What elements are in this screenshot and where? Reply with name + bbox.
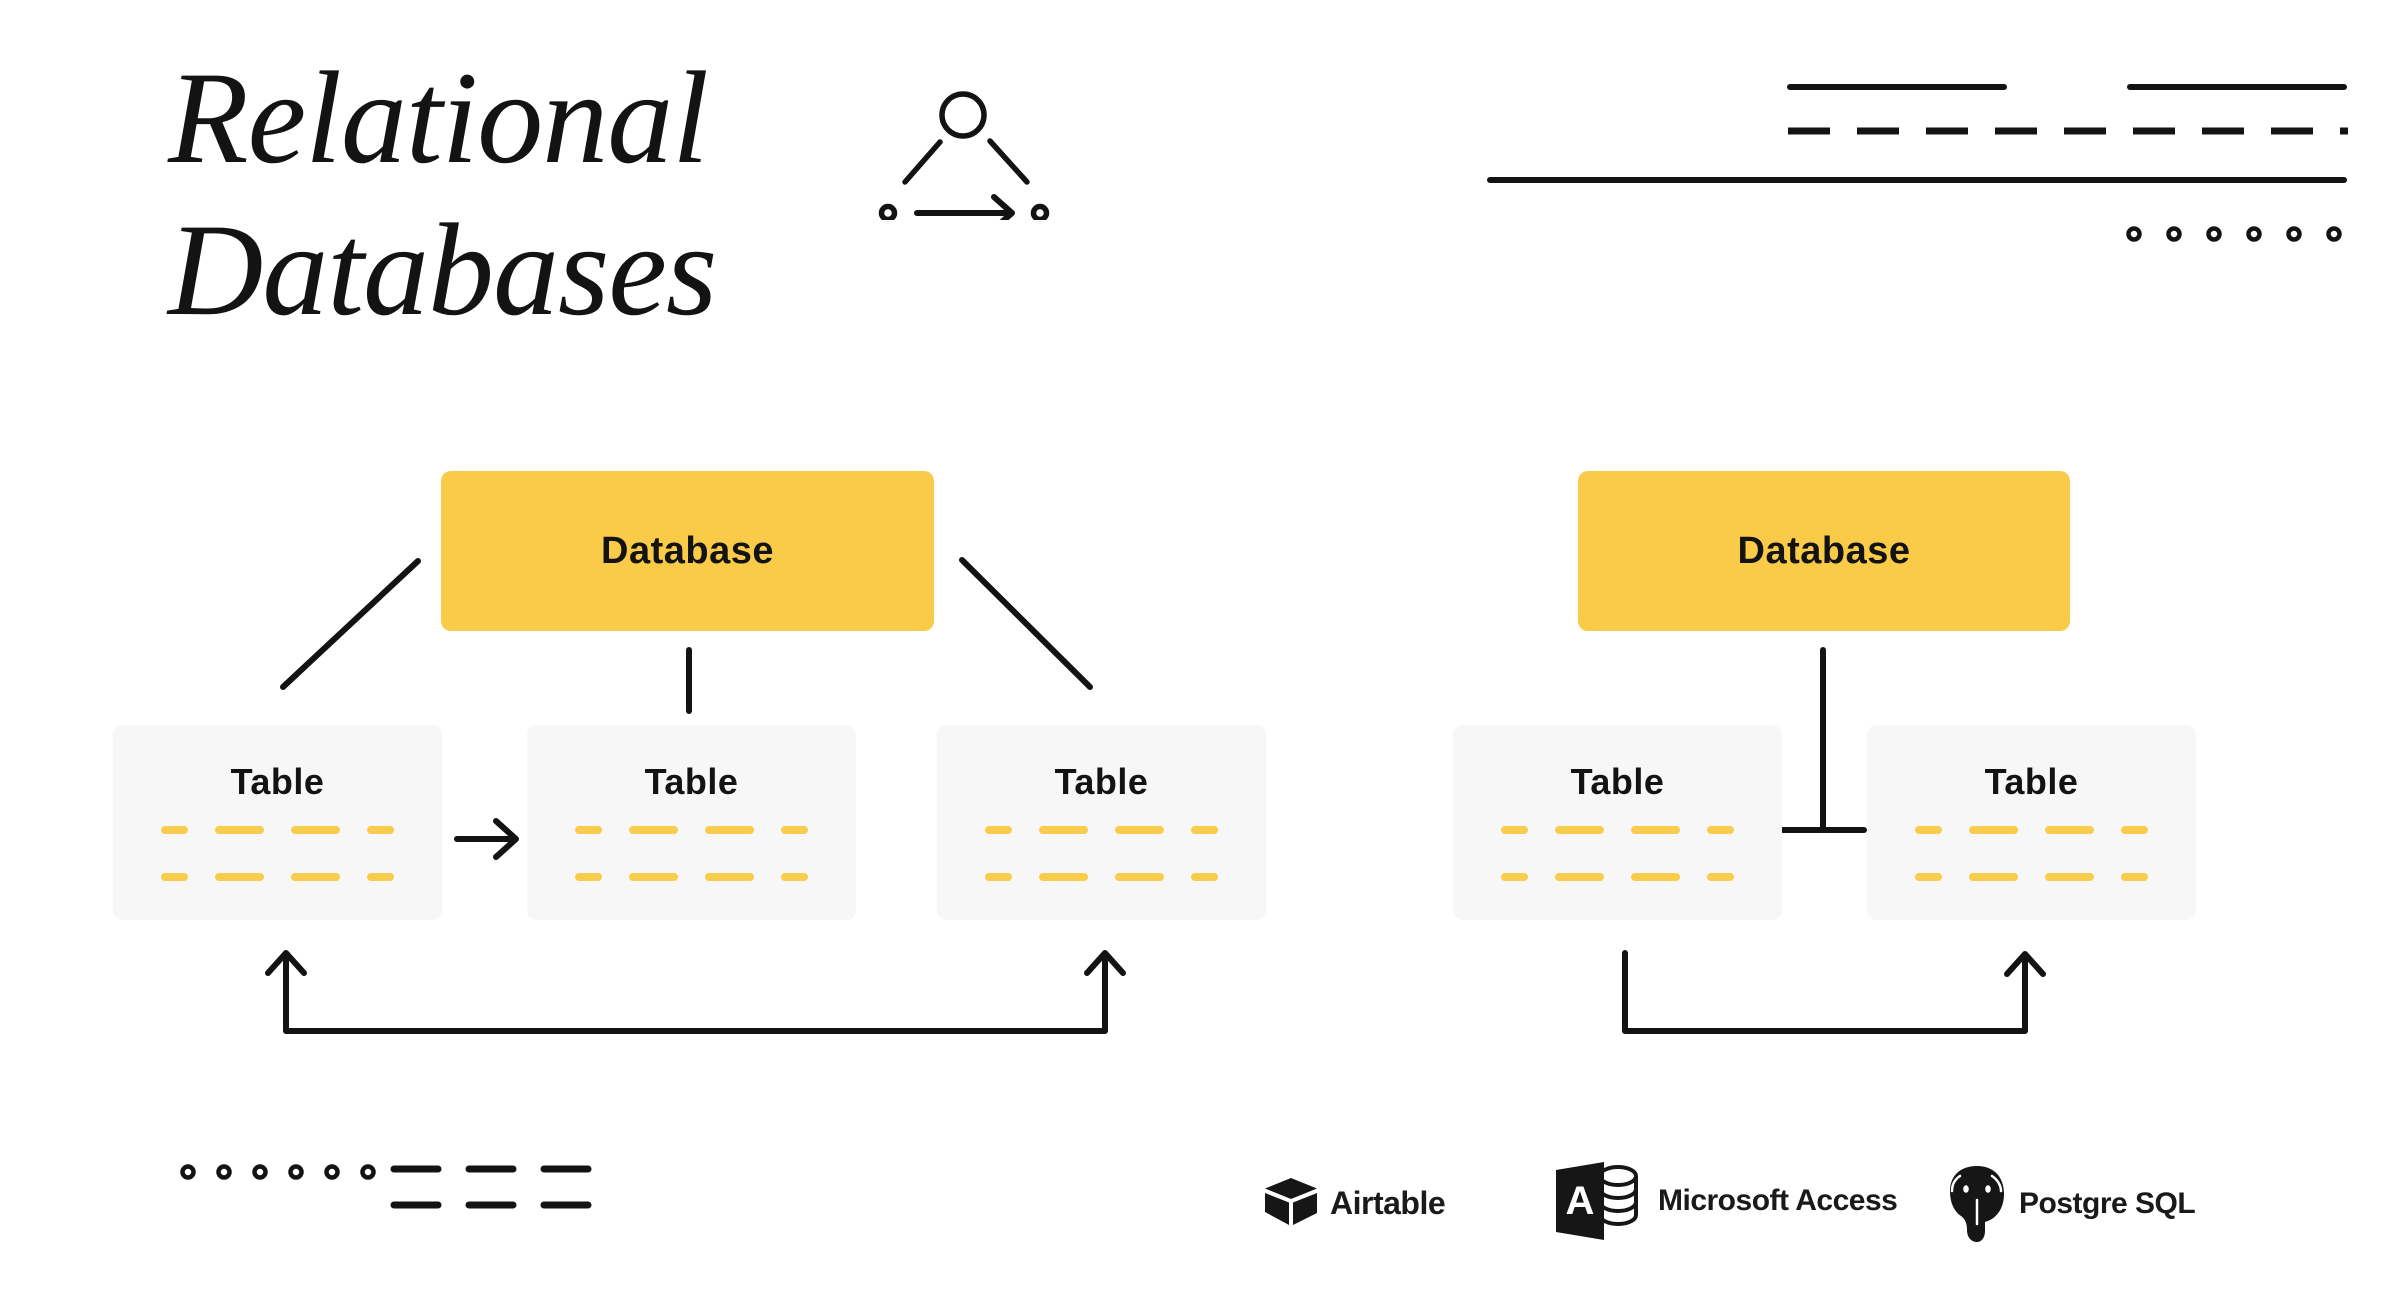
- page-title: Relational Databases: [168, 42, 717, 346]
- table-label: Table: [1054, 761, 1149, 802]
- table-field-row: [575, 873, 808, 881]
- table-label: Table: [230, 761, 325, 802]
- microsoft-access-logo: A Microsoft Access: [1556, 1162, 1898, 1240]
- right-table-box-1: Table: [1453, 725, 1782, 920]
- svg-text:A: A: [1566, 1179, 1595, 1223]
- postgresql-logo: Postgre SQL: [1946, 1164, 2196, 1244]
- page-title-line2: Databases: [168, 196, 717, 343]
- right-database-label: Database: [1737, 529, 1911, 572]
- airtable-icon: [1265, 1178, 1317, 1225]
- left-db-to-table1-line: [280, 558, 421, 690]
- left-database-box: Database: [441, 471, 934, 631]
- microsoft-access-icon: A: [1556, 1162, 1638, 1240]
- table-field-row: [985, 873, 1218, 881]
- table-label: Table: [1570, 761, 1665, 802]
- right-database-box: Database: [1578, 471, 2070, 631]
- right-bottom-relation-arrow: [1622, 950, 2046, 1034]
- left-db-to-table3-line: [959, 557, 1093, 690]
- table-label: Table: [644, 761, 739, 802]
- relationship-icon: [878, 91, 1050, 220]
- postgresql-elephant-icon: [1950, 1166, 2004, 1242]
- left-table-box-2: Table: [527, 725, 856, 920]
- airtable-label: Airtable: [1330, 1184, 1446, 1221]
- decor-dots-dashes-bottom-left: [180, 1164, 592, 1209]
- table-field-row: [1501, 826, 1734, 834]
- left-table-box-3: Table: [937, 725, 1266, 920]
- table-field-row: [575, 826, 808, 834]
- postgresql-label: Postgre SQL: [2019, 1187, 2196, 1220]
- left-bottom-relation-arrow: [265, 950, 1126, 1034]
- table-field-row: [1501, 873, 1734, 881]
- right-db-tee-connector: [1780, 647, 1867, 833]
- left-database-label: Database: [601, 529, 774, 572]
- table-field-row: [1915, 873, 2148, 881]
- table-field-row: [1915, 826, 2148, 834]
- decor-lines-top-right: [1487, 84, 2348, 242]
- table-field-row: [985, 826, 1218, 834]
- table-field-row: [161, 873, 394, 881]
- microsoft-access-label: Microsoft Access: [1658, 1184, 1898, 1217]
- page-title-line1: Relational: [168, 44, 709, 191]
- table-field-row: [161, 826, 394, 834]
- table-link-arrow: [454, 818, 519, 860]
- airtable-logo: Airtable: [1263, 1178, 1446, 1228]
- table-label: Table: [1984, 761, 2079, 802]
- right-table-box-2: Table: [1867, 725, 2196, 920]
- left-table-box-1: Table: [113, 725, 442, 920]
